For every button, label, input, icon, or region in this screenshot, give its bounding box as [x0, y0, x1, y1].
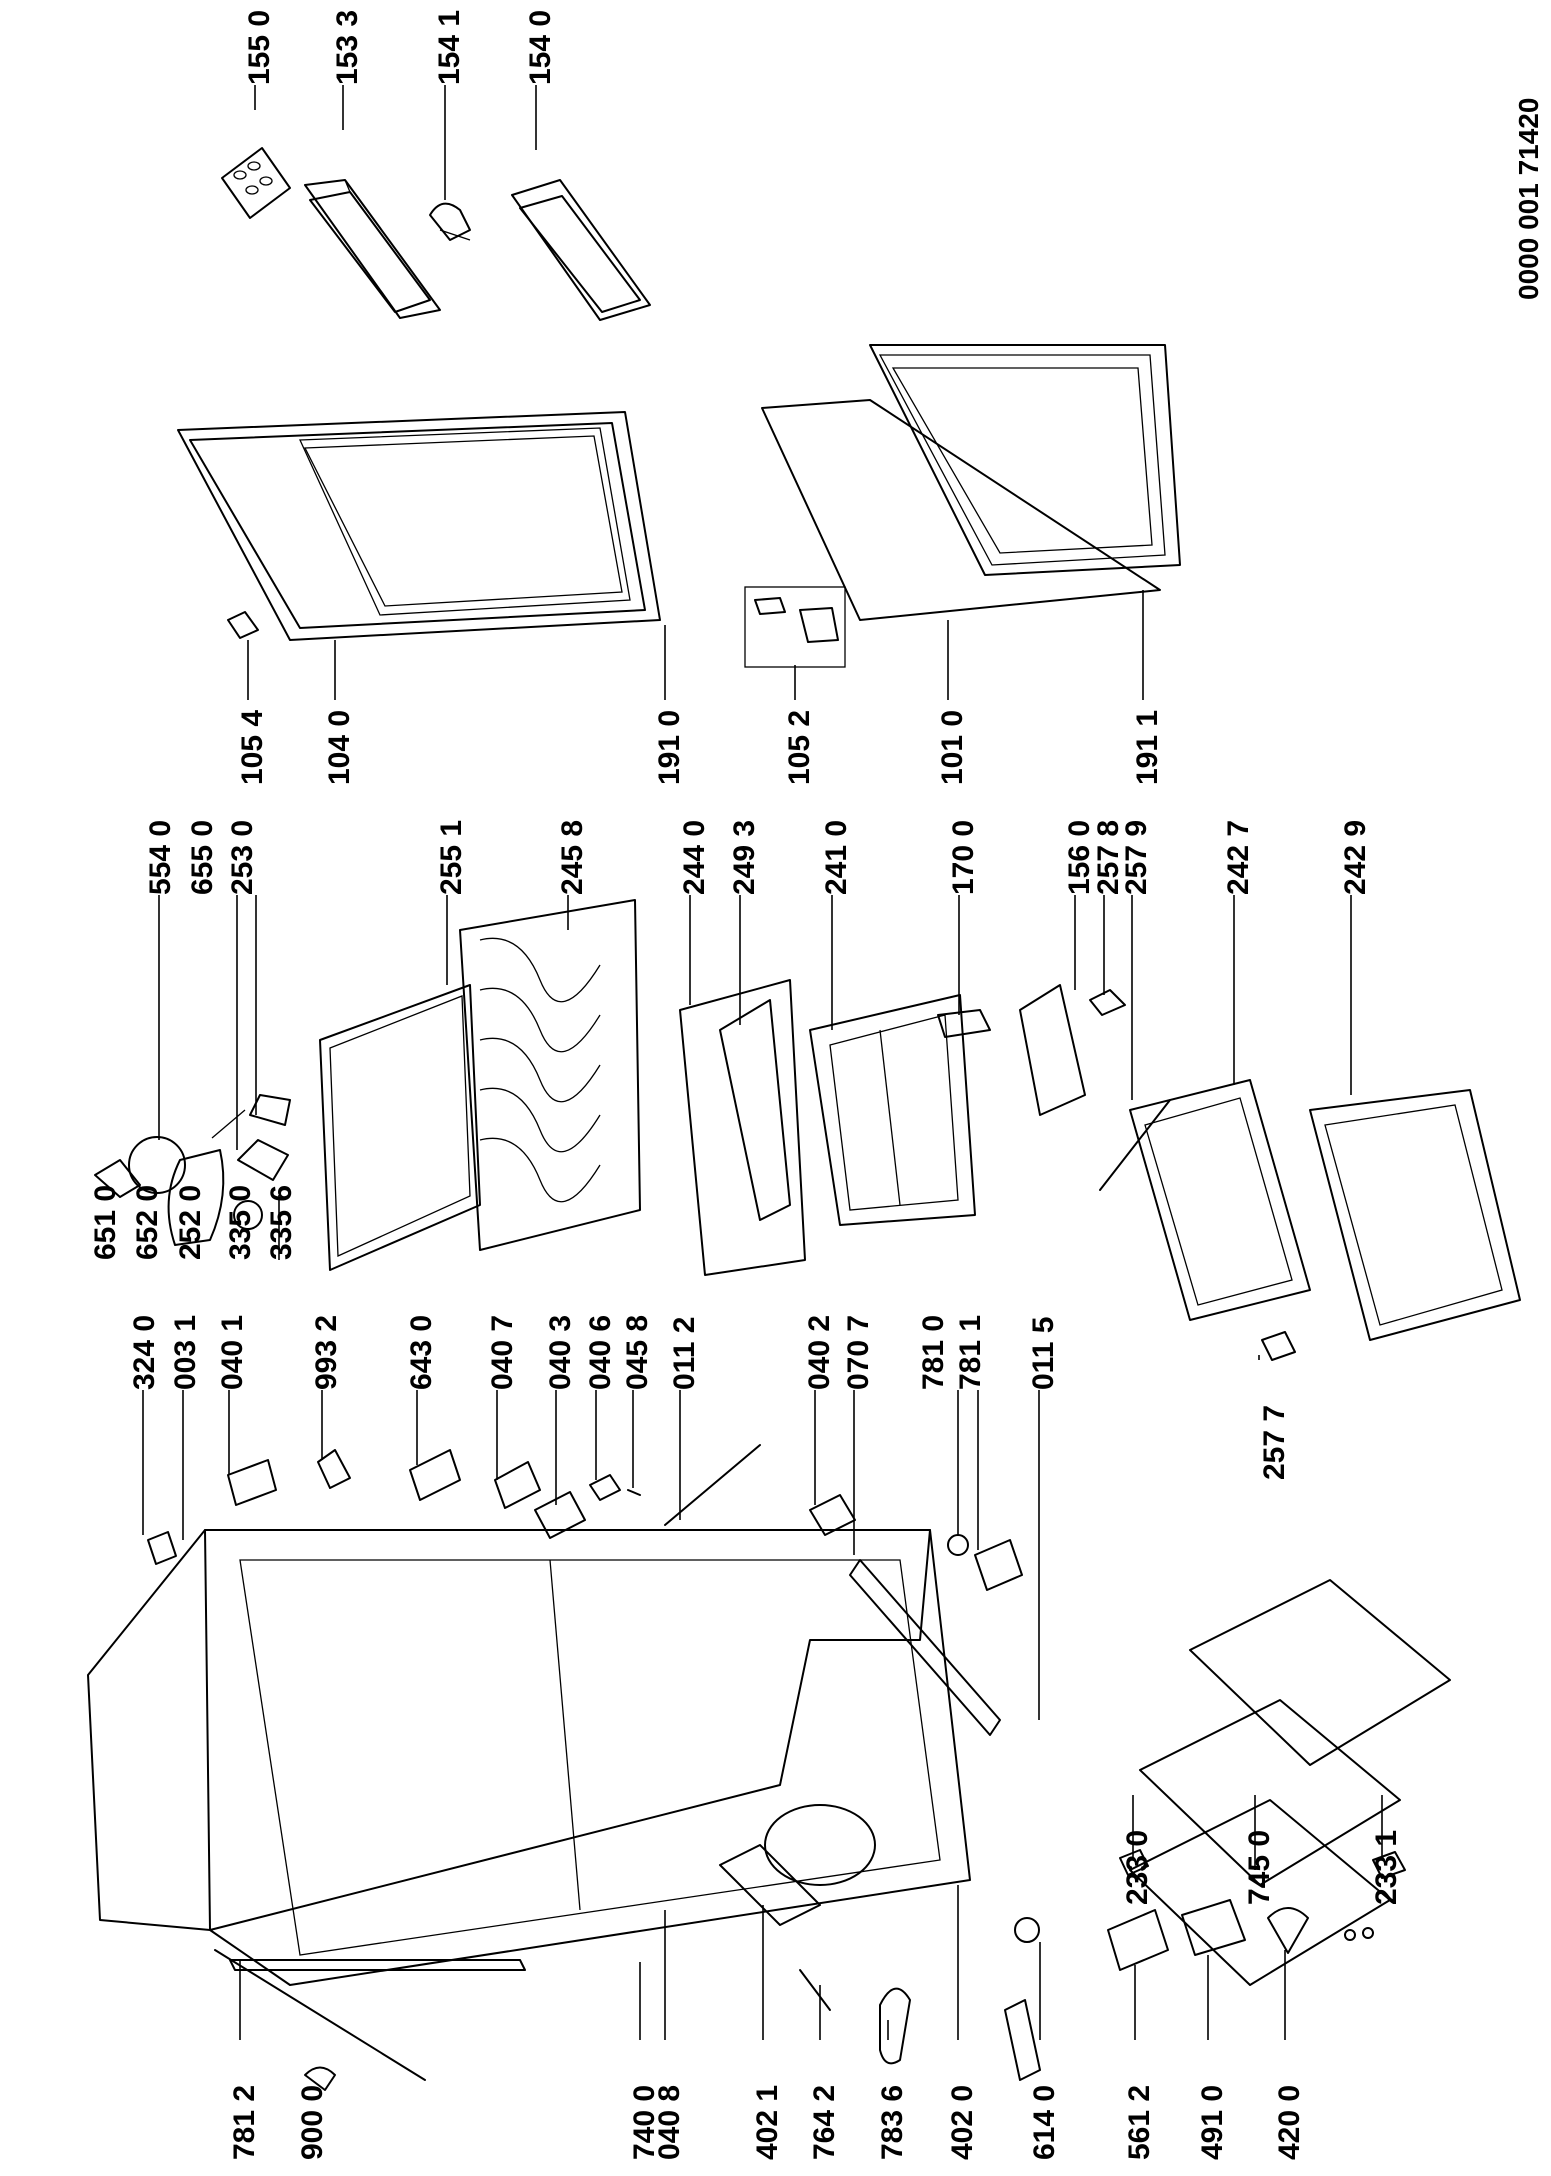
freezer-basket-upper-part [1129, 1079, 1311, 1321]
document-number: 0000 001 71420 [1513, 98, 1544, 300]
callout-label: 781 1 [954, 1315, 987, 1390]
callout-label: 491 0 [1196, 2085, 1229, 2160]
cover-trim-part [719, 999, 791, 1221]
callout-label: 335 0 [224, 1185, 257, 1260]
callout-label: 257 7 [1258, 1405, 1291, 1480]
fridge-door-part [177, 411, 661, 641]
leader-lines [142, 85, 1383, 2040]
callout-label: 900 0 [296, 2085, 329, 2160]
callout-label: 011 2 [668, 1317, 701, 1390]
cabinet-hinge-parts [147, 1444, 1023, 1736]
callout-label: 191 1 [1131, 710, 1164, 785]
callout-label: 655 0 [186, 820, 219, 895]
callout-label: 155 0 [243, 10, 276, 85]
callout-label: 783 6 [876, 2085, 909, 2160]
crisper-cover-part [679, 979, 806, 1276]
clip-part [1089, 989, 1126, 1016]
callout-label: 554 0 [144, 820, 177, 895]
bottle-holder-part [429, 202, 471, 241]
callout-label: 244 0 [678, 820, 711, 895]
callout-label: 241 0 [820, 820, 853, 895]
callout-label: 993 2 [310, 1315, 343, 1390]
callout-label: 011 5 [1027, 1317, 1060, 1390]
callout-label: 561 2 [1123, 2085, 1156, 2160]
callout-label: 257 8 [1092, 820, 1125, 895]
freezer-basket-lower-part [1309, 1089, 1521, 1341]
callout-label: 003 1 [169, 1315, 202, 1390]
callout-label: 040 1 [216, 1315, 249, 1390]
callout-label: 402 0 [946, 2085, 979, 2160]
callout-label: 242 7 [1222, 820, 1255, 895]
callout-label: 070 7 [842, 1315, 875, 1390]
callout-label: 764 2 [808, 2085, 841, 2160]
door-hinge-cap-part [227, 611, 259, 639]
callout-label: 651 0 [89, 1185, 122, 1260]
callout-label: 040 2 [803, 1315, 836, 1390]
compressor-part [719, 1804, 876, 1926]
callout-label: 040 3 [544, 1315, 577, 1390]
callout-label: 040 6 [584, 1315, 617, 1390]
clip-small-part [1261, 1331, 1296, 1361]
callout-label: 740 0 [628, 2085, 661, 2160]
callout-label: 745 0 [1243, 1830, 1276, 1905]
callout-label: 249 3 [728, 820, 761, 895]
callout-label: 153 3 [331, 10, 364, 85]
electrical-parts [1014, 1899, 1374, 1971]
door-bin-upper-part [304, 179, 441, 319]
back-panel-parts [214, 1949, 1041, 2091]
callout-label: 402 1 [751, 2085, 784, 2160]
callout-label: 170 0 [947, 820, 980, 895]
wire-shelf-parts [1129, 1579, 1451, 1986]
callout-label: 255 1 [435, 820, 468, 895]
callout-label: 420 0 [1273, 2085, 1306, 2160]
callout-label: 045 8 [621, 1315, 654, 1390]
callout-label: 335 6 [265, 1185, 298, 1260]
callout-label: 781 2 [228, 2085, 261, 2160]
door-bin-lower-part [511, 179, 651, 321]
callout-label: 105 4 [236, 710, 269, 785]
bracket-part [937, 1009, 991, 1038]
callout-label: 257 9 [1120, 820, 1153, 895]
callout-label: 154 0 [524, 10, 557, 85]
callout-label: 781 0 [917, 1315, 950, 1390]
callout-label: 643 0 [405, 1315, 438, 1390]
egg-tray-part [221, 147, 291, 219]
shelf-frame-part [459, 899, 641, 1251]
door-hinge-set-part [744, 586, 846, 668]
freezer-door-part [761, 344, 1181, 621]
cabinet-part [87, 1529, 971, 1986]
callout-label: 614 0 [1028, 2085, 1061, 2160]
callout-label: 253 0 [226, 820, 259, 895]
callout-label: 101 0 [936, 710, 969, 785]
callout-label: 156 0 [1063, 820, 1096, 895]
callout-label: 040 8 [653, 2085, 686, 2160]
callout-label: 104 0 [323, 710, 356, 785]
callout-label: 245 8 [556, 820, 589, 895]
callout-label: 154 1 [433, 10, 466, 85]
callout-label: 324 0 [128, 1315, 161, 1390]
glass-shelf-part [319, 984, 481, 1271]
rail-part [1099, 1099, 1171, 1191]
callout-label: 233 0 [1121, 1830, 1154, 1905]
callout-label: 242 9 [1339, 820, 1372, 895]
callout-label: 040 7 [486, 1315, 519, 1390]
freezer-drawer-part [809, 994, 976, 1226]
callout-label: 233 1 [1370, 1830, 1403, 1905]
callout-label: 652 0 [131, 1185, 164, 1260]
callout-label: 191 0 [653, 710, 686, 785]
ice-tray-part [1019, 984, 1086, 1116]
callout-label: 252 0 [174, 1185, 207, 1260]
callout-label: 105 2 [783, 710, 816, 785]
